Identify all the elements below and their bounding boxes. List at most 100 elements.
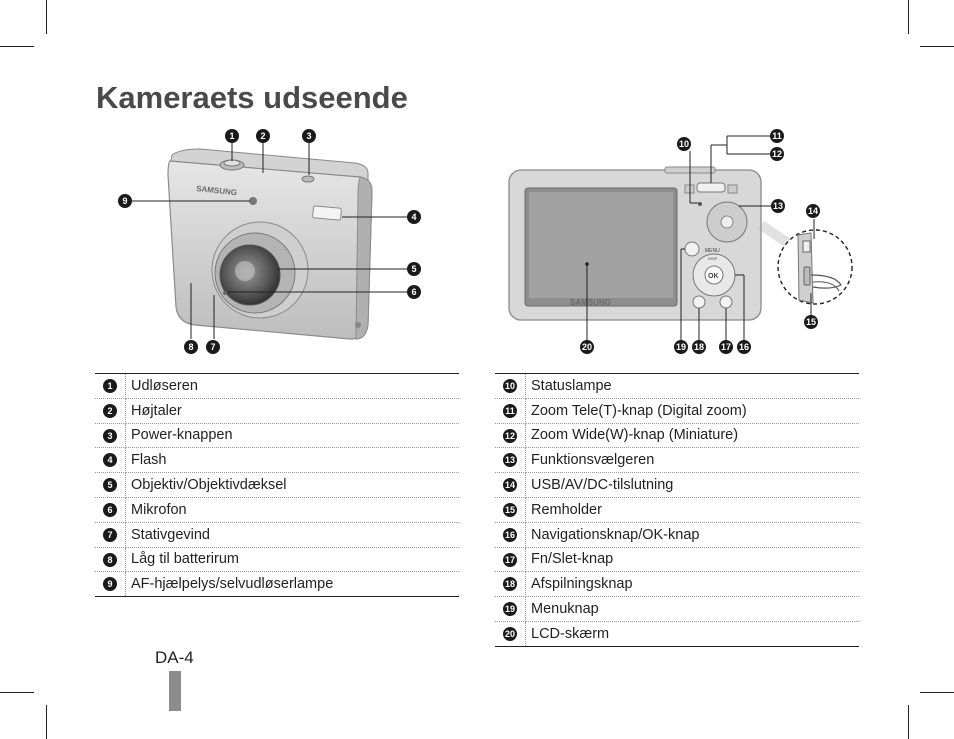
table-row: 11 Zoom Tele(T)-knap (Digital zoom) (495, 398, 859, 424)
part-label: Navigationsknap/OK-knap (525, 522, 859, 548)
callout-16: 16 (737, 340, 751, 354)
part-label: Fn/Slet-knap (525, 547, 859, 573)
callout-3: 3 (302, 129, 316, 143)
crop-mark (0, 692, 34, 693)
part-number-badge: 5 (103, 478, 117, 493)
callout-4: 4 (407, 210, 421, 224)
table-row: 17 Fn/Slet-knap (495, 547, 859, 573)
callout-14: 14 (806, 204, 820, 218)
callout-17: 17 (719, 340, 733, 354)
part-label: USB/AV/DC-tilslutning (525, 472, 859, 498)
part-number-badge: 15 (503, 503, 517, 518)
disp-label: DISP (708, 256, 718, 261)
table-row: 1 Udløseren (95, 373, 459, 399)
part-label: Zoom Tele(T)-knap (Digital zoom) (525, 398, 859, 424)
table-row: 13 Funktionsvælgeren (495, 447, 859, 474)
part-label: Statuslampe (525, 373, 859, 399)
ok-button-label: OK (708, 273, 719, 280)
table-row: 12 Zoom Wide(W)-knap (Miniature) (495, 423, 859, 449)
part-number-badge: 1 (103, 379, 117, 394)
table-row: 2 Højtaler (95, 398, 459, 424)
table-row: 3 Power-knappen (95, 423, 459, 449)
part-number-badge: 17 (503, 552, 517, 567)
part-number-badge: 14 (503, 478, 517, 493)
callout-8: 8 (184, 340, 198, 354)
part-label: Udløseren (125, 373, 459, 399)
table-row: 18 Afspilningsknap (495, 571, 859, 598)
crop-mark (908, 0, 909, 34)
front-brand-logo: SAMSUNG (196, 184, 238, 197)
part-label: Funktionsvælgeren (525, 447, 859, 474)
crop-mark (920, 46, 954, 47)
page-number: DA-4 (155, 648, 194, 667)
table-row: 5 Objektiv/Objektivdæksel (95, 472, 459, 498)
callout-20: 20 (580, 340, 594, 354)
part-number-badge: 20 (503, 627, 517, 642)
back-brand-logo: SAMSUNG (570, 298, 611, 307)
table-row: 6 Mikrofon (95, 497, 459, 523)
callout-1: 1 (225, 129, 239, 143)
table-row: 7 Stativgevind (95, 522, 459, 548)
part-number-badge: 9 (103, 577, 117, 592)
part-label: Stativgevind (125, 522, 459, 548)
part-label: Remholder (525, 497, 859, 523)
part-number-badge: 16 (503, 527, 517, 542)
part-number-badge: 2 (103, 403, 117, 418)
callout-11: 11 (770, 129, 784, 143)
part-number-badge: 4 (103, 453, 117, 468)
part-label: Låg til batterirum (125, 547, 459, 573)
part-label: Mikrofon (125, 497, 459, 523)
part-label: Afspilningsknap (525, 571, 859, 598)
callout-15: 15 (804, 315, 818, 329)
part-number-badge: 11 (503, 403, 517, 418)
part-number-badge: 18 (503, 577, 517, 592)
part-label: Zoom Wide(W)-knap (Miniature) (525, 423, 859, 449)
table-row: 16 Navigationsknap/OK-knap (495, 522, 859, 548)
part-number-badge: 10 (503, 379, 517, 394)
crop-mark (46, 0, 47, 34)
callout-2: 2 (256, 129, 270, 143)
camera-front-illustration: SAMSUNG (132, 143, 407, 340)
crop-mark (920, 692, 954, 693)
crop-mark (46, 705, 47, 739)
part-number-badge: 19 (503, 602, 517, 617)
callout-10: 10 (677, 137, 691, 151)
table-row: 4 Flash (95, 447, 459, 474)
part-label: LCD-skærm (525, 621, 859, 647)
part-number-badge: 6 (103, 503, 117, 518)
callout-6: 6 (407, 285, 421, 299)
part-label: Højtaler (125, 398, 459, 424)
part-label: Menuknap (525, 596, 859, 622)
part-label: Objektiv/Objektivdæksel (125, 472, 459, 498)
table-row: 15 Remholder (495, 497, 859, 523)
callout-5: 5 (407, 262, 421, 276)
camera-back-illustration: SAMSUNG MENU OK DISP (508, 135, 853, 341)
part-label: Power-knappen (125, 423, 459, 449)
table-row: 20 LCD-skærm (495, 621, 859, 647)
table-row: 9 AF-hjælpelys/selvudløserlampe (95, 571, 459, 598)
part-number-badge: 12 (503, 428, 517, 443)
callout-18: 18 (692, 340, 706, 354)
part-number-badge: 8 (103, 552, 117, 567)
table-row: 14 USB/AV/DC-tilslutning (495, 472, 859, 498)
callout-9: 9 (118, 194, 132, 208)
table-row: 8 Låg til batterirum (95, 547, 459, 573)
callout-13: 13 (771, 199, 785, 213)
page-title: Kameraets udseende (96, 80, 408, 115)
parts-table-front: 1 Udløseren 2 Højtaler 3 Power-knappen 4 Fla… (95, 373, 459, 598)
part-label: Flash (125, 447, 459, 474)
callout-7: 7 (206, 340, 220, 354)
part-number-badge: 3 (103, 428, 117, 443)
parts-table-back: 10 Statuslampe 11 Zoom Tele(T)-knap (Digit… (495, 373, 859, 647)
table-row: 19 Menuknap (495, 596, 859, 622)
thumb-index-tab (169, 671, 181, 711)
part-number-badge: 7 (103, 527, 117, 542)
menu-button-label: MENU (705, 248, 720, 254)
part-number-badge: 13 (503, 453, 517, 468)
crop-mark (908, 705, 909, 739)
callout-12: 12 (770, 147, 784, 161)
callout-19: 19 (674, 340, 688, 354)
part-label: AF-hjælpelys/selvudløserlampe (125, 571, 459, 598)
crop-mark (0, 46, 34, 47)
table-row: 10 Statuslampe (495, 373, 859, 399)
